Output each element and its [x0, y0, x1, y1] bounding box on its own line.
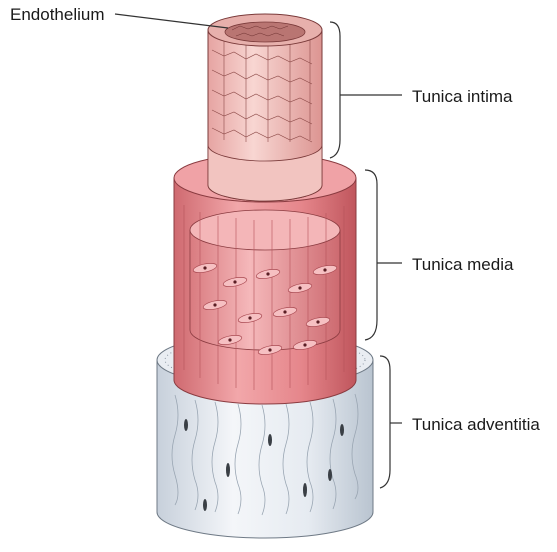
tunica-intima-label: Tunica intima: [412, 88, 512, 105]
adventitia-bracket: [380, 356, 390, 488]
tunica-media-label: Tunica media: [412, 256, 513, 273]
media-bracket: [365, 170, 377, 340]
intima-bracket: [330, 22, 340, 158]
tunica-adventitia-label: Tunica adventitia: [412, 416, 540, 433]
endothelium-pointer-line: [115, 14, 228, 28]
endothelium-label: Endothelium: [10, 6, 105, 23]
tunica-intima-layer: [208, 14, 322, 201]
